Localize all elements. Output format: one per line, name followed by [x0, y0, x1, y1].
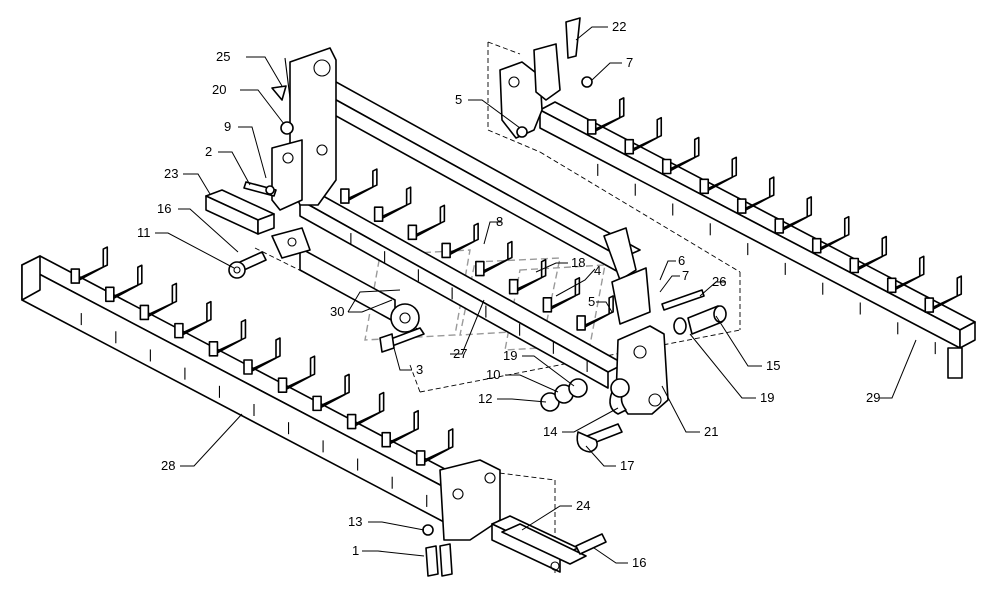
callout-7: 7 — [682, 268, 689, 283]
rear-frame-tines — [586, 97, 963, 355]
callout-9: 9 — [224, 119, 231, 134]
front-frame-beam — [21, 255, 463, 523]
pin-26 — [661, 289, 705, 311]
washers-12-19-10 — [540, 378, 630, 412]
hydraulic-cylinder — [271, 227, 420, 333]
callout-16: 16 — [632, 555, 646, 570]
callout-13: 13 — [348, 514, 362, 529]
spacer-block — [205, 189, 275, 235]
callout-18: 18 — [571, 255, 585, 270]
linch-pin-17 — [576, 423, 623, 453]
main-frame-tines — [340, 168, 614, 372]
link-plates-24 — [491, 515, 587, 573]
callout-23: 23 — [164, 166, 178, 181]
callout-19: 19 — [760, 390, 774, 405]
callout-26: 26 — [712, 274, 726, 289]
callout-21: 21 — [704, 424, 718, 439]
callout-14: 14 — [543, 424, 557, 439]
pin-and-washer — [228, 251, 267, 279]
callout-8: 8 — [496, 214, 503, 229]
leader-lines — [155, 26, 917, 564]
callout-30: 30 — [330, 304, 344, 319]
bolt-2 — [243, 181, 277, 197]
callout-12: 12 — [478, 391, 492, 406]
callout-19: 19 — [503, 348, 517, 363]
callout-15: 15 — [766, 358, 780, 373]
callout-6: 6 — [678, 253, 685, 268]
hitch-bracket — [271, 47, 337, 211]
callout-28: 28 — [161, 458, 175, 473]
callout-7: 7 — [626, 55, 633, 70]
callout-24: 24 — [576, 498, 590, 513]
callout-20: 20 — [212, 82, 226, 97]
callout-1: 1 — [352, 543, 359, 558]
callout-11: 11 — [137, 225, 151, 240]
callout-5: 5 — [588, 294, 595, 309]
front-pivot-bracket — [422, 459, 501, 577]
pivot-bracket — [603, 227, 669, 415]
rear-hitch-bracket — [499, 17, 593, 139]
rear-frame-beam — [539, 101, 976, 379]
callout-16: 16 — [157, 201, 171, 216]
callout-22: 22 — [612, 19, 626, 34]
callout-27: 27 — [453, 346, 467, 361]
callout-10: 10 — [486, 367, 500, 382]
callout-2: 2 — [205, 144, 212, 159]
callout-29: 29 — [866, 390, 880, 405]
front-frame-tines — [70, 246, 454, 507]
callout-labels: 25 20 9 2 23 16 11 30 3 27 8 18 4 5 5 22… — [137, 19, 880, 570]
callout-25: 25 — [216, 49, 230, 64]
callout-5: 5 — [455, 92, 462, 107]
pin-16-lower — [575, 533, 607, 555]
clip-14 — [609, 391, 627, 415]
callout-17: 17 — [620, 458, 634, 473]
callout-4: 4 — [594, 263, 601, 278]
callout-3: 3 — [416, 362, 423, 377]
